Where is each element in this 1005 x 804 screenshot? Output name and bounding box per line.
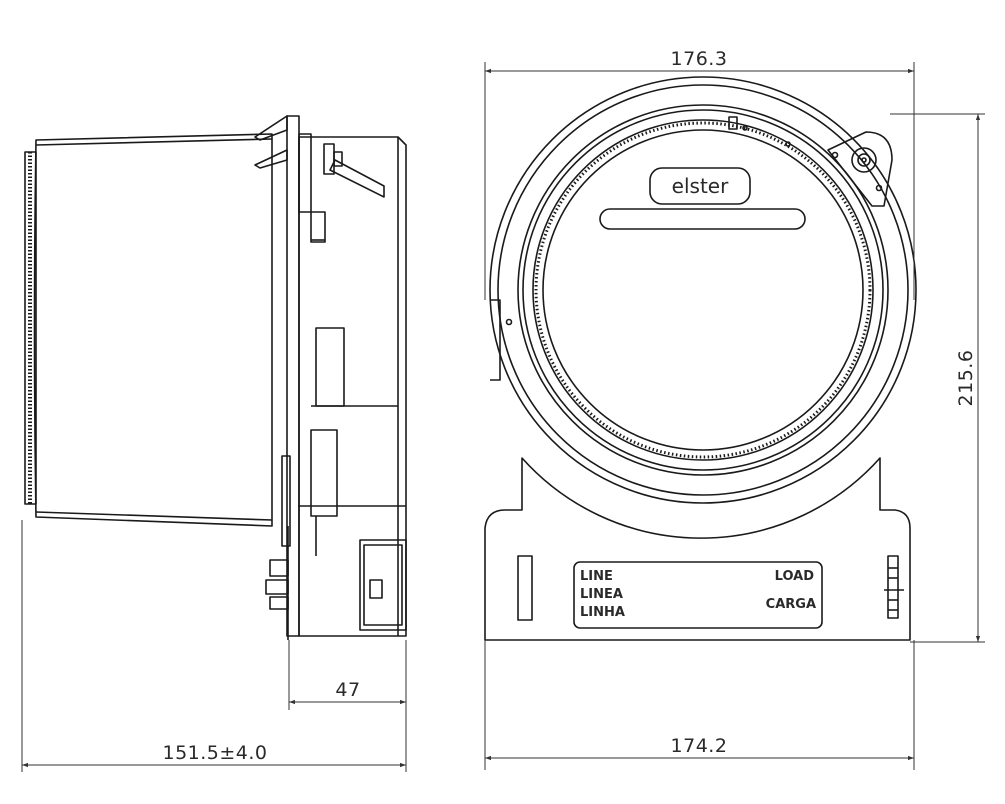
line-labels: LINE LINEA LINHA <box>580 569 625 620</box>
label-load: LOAD <box>775 569 815 584</box>
label-linea: LINEA <box>580 587 623 602</box>
side-terminal <box>269 559 289 577</box>
label-carga: CARGA <box>766 597 816 612</box>
label-linha: LINHA <box>580 605 625 620</box>
brand-logo-text: elster <box>672 174 729 198</box>
label-line: LINE <box>580 569 613 584</box>
side-view <box>24 115 407 640</box>
dim-total-depth: 151.5±4.0 <box>162 742 267 764</box>
dim-height: 215.6 <box>955 350 977 407</box>
dim-top-width: 176.3 <box>671 48 728 70</box>
dimension-lines <box>21 62 985 772</box>
front-outer-ring <box>489 76 917 504</box>
seal-lug <box>827 131 893 207</box>
terminal-label-panel <box>573 561 823 629</box>
side-latch <box>254 115 288 141</box>
dim-connector-depth: 47 <box>335 679 360 701</box>
front-base-plate <box>484 457 911 641</box>
side-dome-cover <box>33 133 273 527</box>
load-labels: LOAD CARGA <box>766 569 816 612</box>
side-base-housing <box>298 136 407 637</box>
dim-base-width: 174.2 <box>671 735 728 757</box>
front-side-clip <box>887 555 899 619</box>
brand-plate <box>649 167 751 205</box>
side-connector-block <box>359 539 407 631</box>
front-view <box>484 76 917 641</box>
